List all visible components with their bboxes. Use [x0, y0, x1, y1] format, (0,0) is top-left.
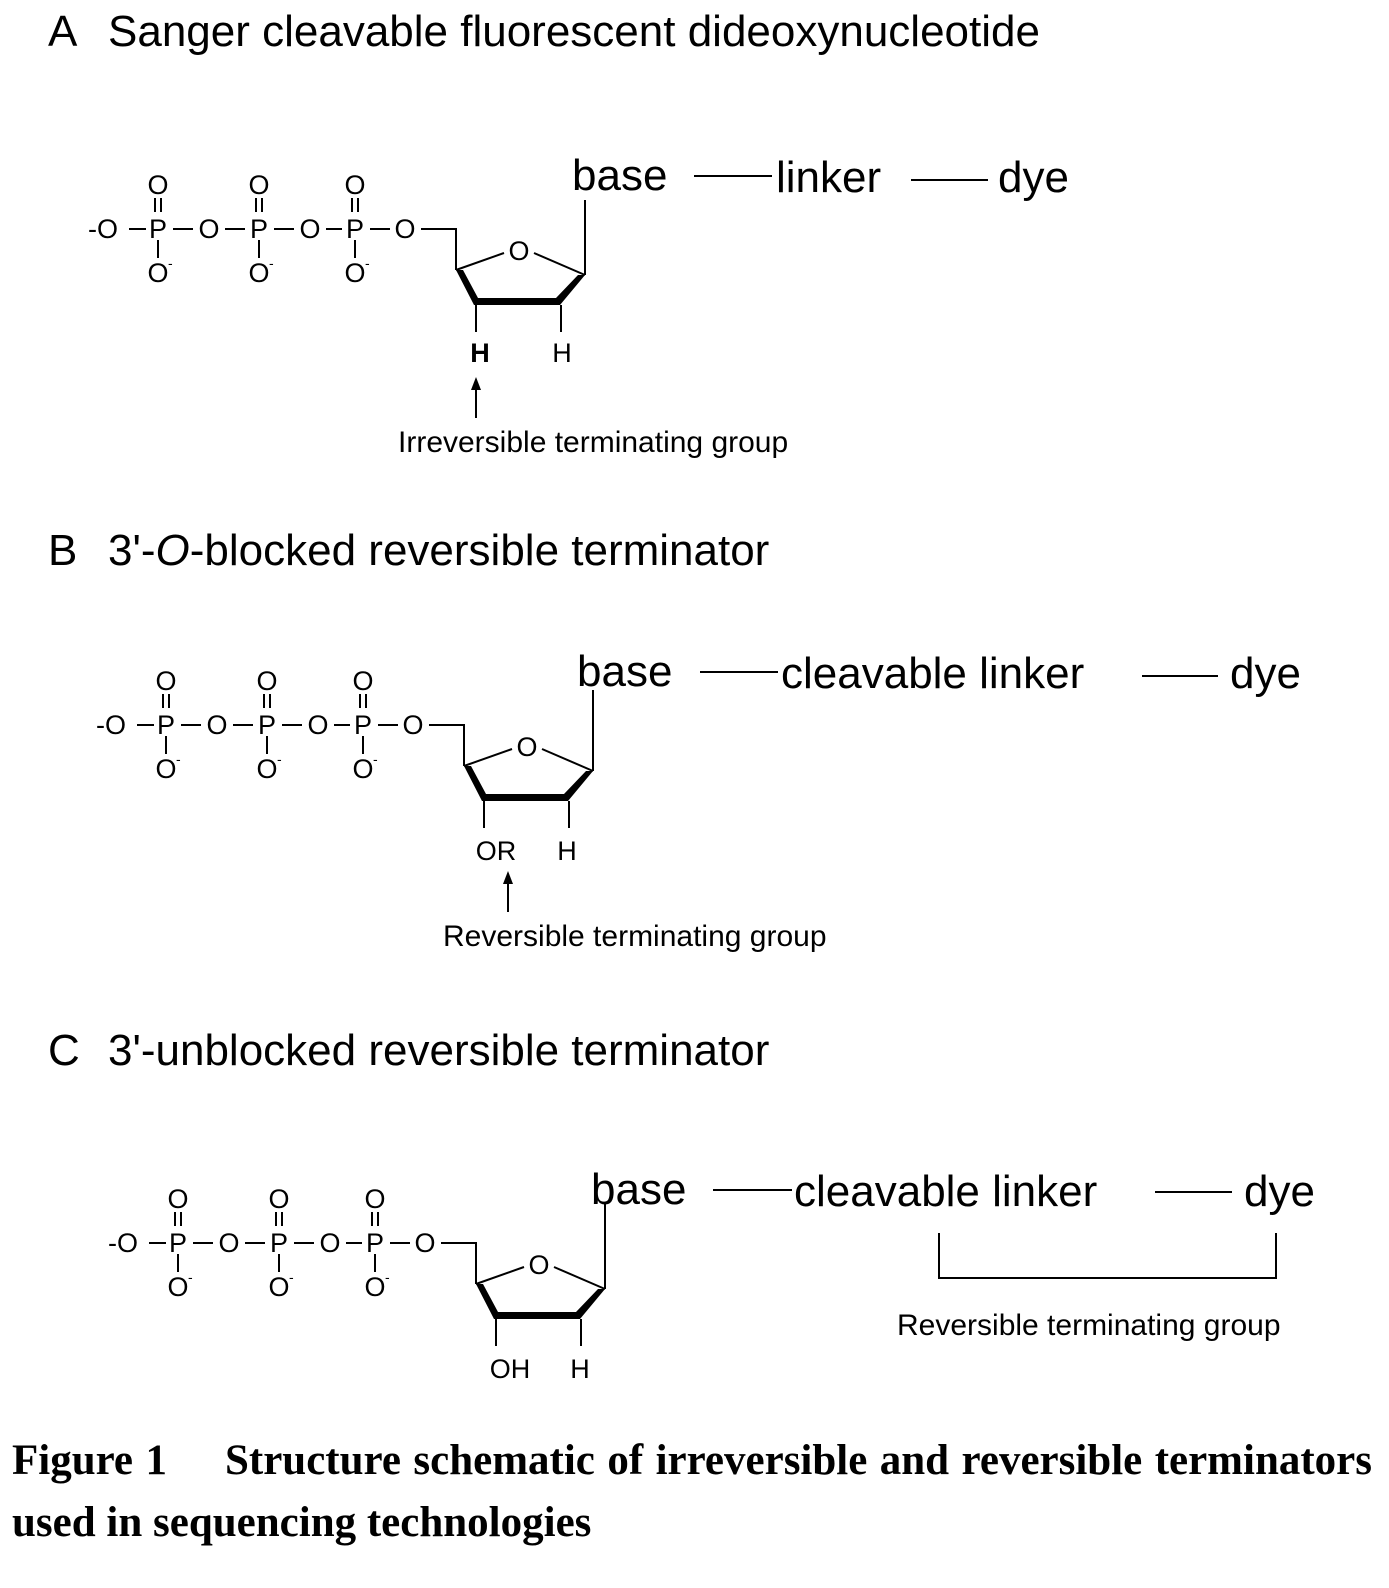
phosphate-1-p: P	[157, 710, 175, 740]
phosphate-3-o-top: O	[344, 170, 365, 200]
terminating-group-bracket	[938, 1233, 1277, 1279]
sugar-ring-a: O	[421, 200, 586, 332]
sub-right-b: H	[557, 836, 577, 866]
phosphate-1-charge: -	[188, 1269, 193, 1285]
phosphate-1-o-top: O	[167, 1184, 188, 1214]
phosphate-3-o-bottom: O	[344, 258, 365, 288]
ring-oxygen-c: O	[528, 1250, 549, 1280]
panel-a-letter: A	[48, 7, 78, 56]
bridge-oxygen-1: O	[218, 1228, 239, 1258]
panel-a-title: Sanger cleavable fluorescent dideoxynucl…	[108, 7, 1040, 56]
phosphate-1-o-top: O	[155, 666, 176, 696]
terminating-group-a: Irreversible terminating group	[398, 426, 788, 459]
phosphate-2-o-bottom: O	[268, 1272, 289, 1302]
phosphate-3-charge: -	[385, 1269, 390, 1285]
ester-oxygen: O	[394, 214, 415, 244]
bridge-oxygen-2: O	[299, 214, 320, 244]
phosphate-2-p: P	[270, 1228, 288, 1258]
base-a: base	[572, 151, 667, 200]
panel-b: B 3'-O-blocked reversible terminator -O …	[48, 526, 1301, 953]
phosphate-1-o-top: O	[147, 170, 168, 200]
phosphate-2-p: P	[250, 214, 268, 244]
phosphate-1-o-bottom: O	[167, 1272, 188, 1302]
sub-left-a: H	[470, 338, 490, 368]
sub-right-c: H	[570, 1354, 590, 1384]
terminating-group-b: Reversible terminating group	[443, 920, 827, 953]
phosphate-1-charge: -	[168, 255, 173, 271]
phosphate-2-o-bottom: O	[248, 258, 269, 288]
ring-oxygen-b: O	[516, 732, 537, 762]
lead-oxygen: -O	[88, 214, 118, 244]
sub-right-a: H	[552, 338, 572, 368]
phosphate-2-charge: -	[289, 1269, 294, 1285]
phosphate-3-charge: -	[365, 255, 370, 271]
phosphate-2-o-top: O	[256, 666, 277, 696]
phosphate-3-o-top: O	[352, 666, 373, 696]
sub-left-c: OH	[490, 1354, 531, 1384]
panel-a: A Sanger cleavable fluorescent dideoxynu…	[48, 7, 1069, 459]
figure-label: Figure 1	[12, 1437, 167, 1484]
phosphate-3-o-bottom: O	[352, 754, 373, 784]
phosphate-1-o-bottom: O	[147, 258, 168, 288]
base-b: base	[577, 647, 672, 696]
triphosphate-chain-c: -O O P O - O O P O - O O P O -	[108, 1184, 606, 1346]
ester-oxygen: O	[402, 710, 423, 740]
terminator-figure: A Sanger cleavable fluorescent dideoxynu…	[48, 7, 1315, 1384]
lead-oxygen: -O	[108, 1228, 138, 1258]
triphosphate-chain-b: -O O P O - O O P O - O O P O -	[96, 666, 594, 828]
dye-c: dye	[1244, 1167, 1315, 1216]
panel-c: C 3'-unblocked reversible terminator -O …	[48, 1026, 1315, 1384]
phosphate-3-charge: -	[373, 751, 378, 767]
triphosphate-chain-a: -O O P O - O O P O - O O P	[88, 170, 416, 288]
phosphate-3-o-bottom: O	[364, 1272, 385, 1302]
phosphate-1-charge: -	[176, 751, 181, 767]
phosphate-2-charge: -	[269, 255, 274, 271]
phosphate-1-o-bottom: O	[155, 754, 176, 784]
phosphate-2-charge: -	[277, 751, 282, 767]
figure-caption-text: Structure schematic of irreversible and …	[12, 1437, 1373, 1546]
panel-b-letter: B	[48, 526, 77, 575]
phosphate-3-p: P	[346, 214, 364, 244]
panel-c-title: 3'-unblocked reversible terminator	[108, 1026, 769, 1075]
terminating-group-c: Reversible terminating group	[897, 1309, 1281, 1342]
dye-a: dye	[998, 153, 1069, 202]
bridge-oxygen-1: O	[198, 214, 219, 244]
phosphate-3-o-top: O	[364, 1184, 385, 1214]
dye-b: dye	[1230, 649, 1301, 698]
phosphate-2-o-top: O	[248, 170, 269, 200]
bridge-oxygen-2: O	[307, 710, 328, 740]
panel-b-title: 3'-O-blocked reversible terminator	[108, 526, 769, 575]
phosphate-1-p: P	[149, 214, 167, 244]
base-c: base	[591, 1165, 686, 1214]
phosphate-2-o-top: O	[268, 1184, 289, 1214]
phosphate-2-o-bottom: O	[256, 754, 277, 784]
phosphate-3-p: P	[366, 1228, 384, 1258]
ester-oxygen: O	[414, 1228, 435, 1258]
lead-oxygen: -O	[96, 710, 126, 740]
sub-left-b: OR	[476, 836, 517, 866]
bridge-oxygen-1: O	[206, 710, 227, 740]
phosphate-1-p: P	[169, 1228, 187, 1258]
linker-a: linker	[776, 153, 881, 202]
bridge-oxygen-2: O	[319, 1228, 340, 1258]
phosphate-2-p: P	[258, 710, 276, 740]
ring-oxygen-a: O	[508, 236, 529, 266]
linker-c: cleavable linker	[794, 1167, 1097, 1216]
linker-b: cleavable linker	[781, 649, 1084, 698]
panel-c-letter: C	[48, 1026, 80, 1075]
phosphate-3-p: P	[354, 710, 372, 740]
